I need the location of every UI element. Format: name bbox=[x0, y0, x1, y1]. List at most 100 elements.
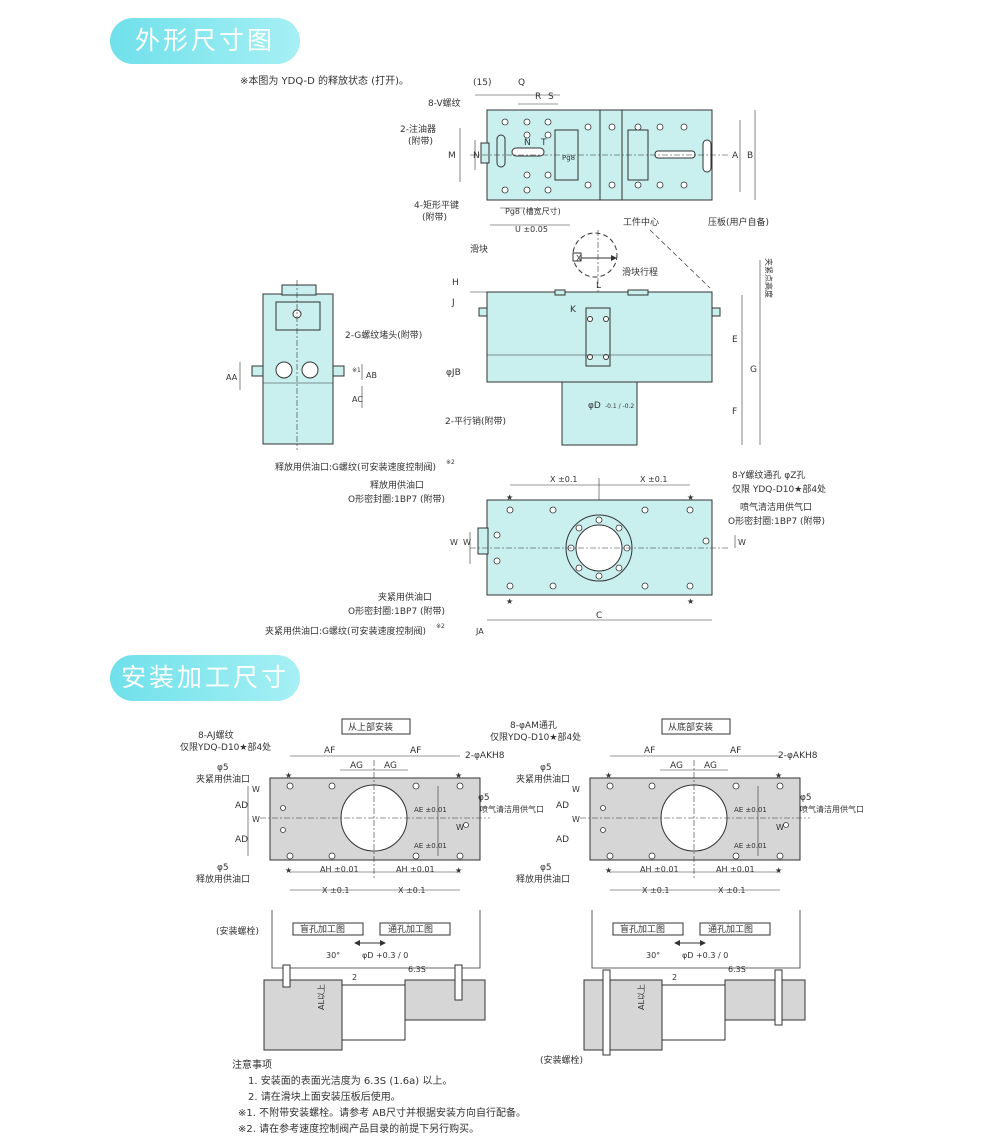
dim-ag1: AG bbox=[350, 761, 363, 771]
label-parallel-pin: 2-平行销(附带) bbox=[445, 415, 506, 427]
dim-s: S bbox=[548, 92, 554, 102]
label-mount-bolt: (安装螺栓) bbox=[540, 1054, 583, 1066]
dim-q: Q bbox=[518, 78, 525, 88]
dim-f: F bbox=[732, 407, 737, 417]
dim-phi-d: φD +0.3 / 0 bbox=[362, 951, 408, 960]
label-air-port: 喷气清洁用供气口 bbox=[740, 501, 812, 513]
dim-u: U ±0.05 bbox=[515, 225, 548, 234]
dim-x: X bbox=[576, 254, 582, 263]
dim-e: E bbox=[732, 335, 738, 345]
dim-t: T bbox=[540, 138, 547, 148]
note-3: ※1. 不附带安装螺栓。请参考 AB尺寸并根据安装方向自行配备。 bbox=[238, 1108, 526, 1119]
dim-j: J bbox=[451, 298, 455, 308]
dim-n-left: N bbox=[473, 151, 480, 161]
label-release-oring: O形密封圈:1BP7 (附带) bbox=[348, 493, 445, 505]
dim-a: A bbox=[732, 151, 739, 161]
svg-text:★: ★ bbox=[775, 866, 782, 875]
label-slider: 滑块 bbox=[470, 243, 488, 255]
dim-63s: 6.3S bbox=[728, 965, 746, 974]
dim-x2: X ±0.1 bbox=[718, 886, 745, 895]
mount-right: 从底部安装 ★ ★ ★ ★ 8-φAM通孔 仅限YDQ-D10★部4处 2-φA… bbox=[490, 718, 864, 1066]
dim-x2: X ±0.1 bbox=[640, 475, 667, 484]
dim-ja: JA bbox=[475, 627, 484, 636]
dim-n: N bbox=[524, 138, 531, 148]
label-grease-sub: (附带) bbox=[408, 135, 433, 147]
dim-2: 2 bbox=[672, 973, 677, 982]
label-platen: 压板(用户自备) bbox=[708, 216, 769, 228]
dim-phi-d: φD +0.3 / 0 bbox=[682, 951, 728, 960]
label-air-port: 喷气清洁用供气口 bbox=[800, 804, 864, 814]
svg-text:★: ★ bbox=[605, 771, 612, 780]
dim-ah2: AH ±0.01 bbox=[396, 865, 435, 874]
dim-15: (15) bbox=[473, 78, 491, 88]
svg-text:★: ★ bbox=[455, 866, 462, 875]
label-slider-stroke: 滑块行程 bbox=[622, 266, 658, 278]
dim-30deg: 30° bbox=[646, 951, 660, 960]
label-clamp-oring: O形密封圈:1BP7 (附带) bbox=[348, 605, 445, 617]
dim-w3: W bbox=[776, 823, 784, 832]
dim-30deg: 30° bbox=[326, 951, 340, 960]
svg-text:★: ★ bbox=[506, 597, 513, 606]
svg-text:★: ★ bbox=[506, 493, 513, 502]
label-8am-hole: 8-φAM通孔 bbox=[510, 720, 557, 731]
bottom-view: ★ ★ ★ ★ 释放用供油口:G螺纹(可安装速度控制阀) ※2 释放用供油口 O… bbox=[265, 459, 826, 637]
label-phi5-b: φ5 bbox=[800, 793, 812, 803]
dim-c: C bbox=[596, 611, 602, 621]
label-work-center: 工件中心 bbox=[623, 216, 659, 228]
top-view: (15) Q R S 8-V螺纹 2-注油器 (附带) M N N T Pg8 … bbox=[400, 78, 756, 234]
label-clamp-g-note: ※2 bbox=[436, 623, 445, 630]
dim-ab: AB bbox=[366, 371, 377, 380]
label-clamp-port: 夹紧用供油口 bbox=[196, 773, 250, 785]
bottom-view-holes bbox=[493, 506, 710, 590]
dim-k: K bbox=[570, 305, 577, 315]
label-8y-sub: 仅限 YDQ-D10★部4处 bbox=[732, 483, 826, 495]
dim-ae1: AE ±0.01 bbox=[414, 806, 447, 814]
label-through-hole: 通孔加工图 bbox=[708, 924, 753, 935]
label-release-g-note: ※2 bbox=[446, 459, 455, 466]
dim-d-tol: -0.1 / -0.2 bbox=[605, 403, 634, 410]
label-air-oring: O形密封圈:1BP7 (附带) bbox=[728, 515, 825, 527]
svg-text:★: ★ bbox=[285, 866, 292, 875]
dim-al: AL以上 bbox=[317, 984, 326, 1010]
svg-text:★: ★ bbox=[687, 597, 694, 606]
dim-63s: 6.3S bbox=[408, 965, 426, 974]
dim-l: L bbox=[596, 281, 601, 291]
svg-text:★: ★ bbox=[455, 771, 462, 780]
label-8v-thread: 8-V螺纹 bbox=[428, 97, 461, 109]
dim-ae2: AE ±0.01 bbox=[414, 842, 447, 850]
dim-r: R bbox=[535, 92, 541, 102]
dim-x1: X ±0.1 bbox=[642, 886, 669, 895]
dim-w-left1: W bbox=[450, 538, 458, 547]
side-view: 2-G螺纹堵头(附带) AA AB ※1 AC bbox=[226, 280, 422, 450]
dim-ad1: AD bbox=[556, 801, 569, 811]
dim-x2: X ±0.1 bbox=[398, 886, 425, 895]
dim-w3: W bbox=[456, 823, 464, 832]
dim-d: φD bbox=[588, 401, 601, 411]
dim-ae1: AE ±0.01 bbox=[734, 806, 767, 814]
note-1: 1. 安装面的表面光洁度为 6.3S (1.6a) 以上。 bbox=[248, 1076, 453, 1087]
label-blind-hole: 盲孔加工图 bbox=[300, 923, 345, 935]
dim-w1: W bbox=[252, 785, 260, 794]
dim-ab-note: ※1 bbox=[352, 367, 361, 374]
dim-h: H bbox=[452, 278, 459, 288]
dim-jb: φJB bbox=[446, 368, 461, 378]
label-8aj-sub: 仅限YDQ-D10★部4处 bbox=[180, 741, 271, 753]
dim-ah2: AH ±0.01 bbox=[716, 865, 755, 874]
label-8y-thread: 8-Y螺纹通孔 φZ孔 bbox=[732, 469, 805, 481]
label-clamp-g: 夹紧用供油口:G螺纹(可安装速度控制阀) bbox=[265, 625, 426, 637]
note-2: 2. 请在滑块上面安装压板后使用。 bbox=[248, 1092, 401, 1103]
label-release-port: 释放用供油口 bbox=[196, 873, 250, 885]
label-g-plug: 2-G螺纹堵头(附带) bbox=[345, 329, 422, 341]
notes-heading: 注意事项 bbox=[232, 1060, 272, 1071]
svg-text:★: ★ bbox=[775, 771, 782, 780]
mount-right-holes bbox=[600, 782, 789, 860]
dim-pg8: Pg8 bbox=[562, 154, 575, 162]
label-mount-bolt: (安装螺栓) bbox=[216, 925, 259, 937]
dim-ah1: AH ±0.01 bbox=[640, 865, 679, 874]
dim-x1: X ±0.1 bbox=[322, 886, 349, 895]
label-through-hole: 通孔加工图 bbox=[388, 924, 433, 935]
dim-ag2: AG bbox=[384, 761, 397, 771]
label-phi5-c: φ5 bbox=[540, 863, 552, 873]
mounting-section-title: 安装加工尺寸图 bbox=[110, 655, 300, 738]
